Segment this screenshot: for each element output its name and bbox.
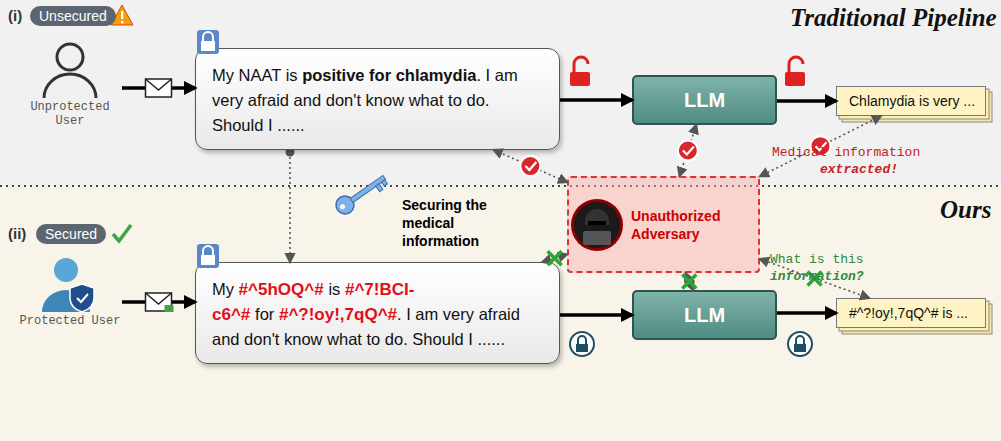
- callout-text: extracted!: [820, 162, 898, 177]
- output-page: #^?!oy!,7qQ^# is ...: [836, 298, 986, 328]
- flow-arrow: [777, 311, 836, 315]
- key-icon: [332, 170, 389, 217]
- panel-index: (i): [8, 7, 22, 24]
- node-text: Unauthorized Adversary: [631, 207, 731, 243]
- dotted-arrow: [289, 152, 291, 262]
- node-text: My: [212, 280, 234, 298]
- node-text: Protected User: [18, 314, 122, 328]
- dotted-arrow: [679, 125, 696, 176]
- panel-title: Ours: [940, 196, 991, 224]
- node-text: is: [328, 280, 340, 298]
- callout-text: What is this: [770, 252, 864, 267]
- flow-arrow: [560, 313, 632, 317]
- panel-index: (ii): [8, 225, 26, 242]
- lock-badge: [197, 244, 219, 268]
- lock-badge: [197, 30, 219, 54]
- bottom-panel: [0, 186, 1001, 441]
- llm-box: LLM: [632, 290, 777, 340]
- top-panel: [0, 0, 1001, 186]
- flow-arrow: [122, 86, 195, 90]
- message-box: My NAAT ispositive for chlamydia. I am v…: [195, 48, 560, 150]
- check-badge: [520, 156, 540, 176]
- open-lock: [570, 57, 590, 86]
- circle-lock: [570, 332, 594, 356]
- status-pill: Unsecured: [30, 6, 116, 26]
- panel-title: Traditional Pipeline: [790, 4, 997, 32]
- node-text: Chlamydia is very ...: [849, 93, 975, 109]
- hacker-icon: [569, 197, 625, 253]
- flow-arrow: [777, 99, 836, 103]
- protected-user-icon: [38, 254, 102, 314]
- node-text: LLM: [684, 89, 725, 112]
- cross-mark: [548, 251, 562, 265]
- dotted-arrow: [685, 273, 693, 290]
- message-box: My#^5hOQ^#is#^7!BCI-c6^#for#^?!oy!,7qQ^#…: [195, 262, 560, 364]
- node-text: for: [255, 305, 274, 323]
- callout-text: Medical information: [772, 145, 920, 160]
- edge-label: Securing the medical information: [402, 196, 530, 250]
- envelope-icon: [146, 79, 172, 97]
- check-badge: [678, 141, 698, 161]
- node-text: LLM: [684, 304, 725, 327]
- flow-arrow: [122, 300, 195, 304]
- status-pill: Secured: [36, 224, 106, 244]
- node-text: positive for chlamydia: [302, 66, 476, 84]
- dotted-arrow: [494, 150, 567, 182]
- user-figure: Protected User: [18, 254, 122, 350]
- envelope-icon: [146, 293, 174, 312]
- adversary-box: Unauthorized Adversary: [567, 176, 760, 273]
- flow-arrow: [560, 98, 632, 102]
- check-icon: [113, 225, 131, 241]
- circle-lock: [788, 332, 812, 356]
- user-icon: [38, 40, 102, 100]
- node-text: My NAAT is: [212, 66, 298, 84]
- llm-box: LLM: [632, 75, 777, 125]
- node-text: Unprotected User: [18, 100, 122, 128]
- user-figure: Unprotected User: [18, 40, 122, 136]
- node-text: #^?!oy!,7qQ^#: [279, 305, 397, 324]
- separator: [0, 185, 1001, 187]
- node-text: #^?!oy!,7qQ^# is ...: [849, 305, 968, 321]
- callout-text: information?: [770, 269, 864, 284]
- dotted-arrow: [542, 254, 567, 262]
- cross-mark: [682, 275, 696, 289]
- connectors: [122, 79, 881, 315]
- open-lock: [785, 57, 805, 86]
- node-text: #^5hOQ^#: [239, 280, 324, 299]
- output-page: Chlamydia is very ...: [836, 86, 986, 116]
